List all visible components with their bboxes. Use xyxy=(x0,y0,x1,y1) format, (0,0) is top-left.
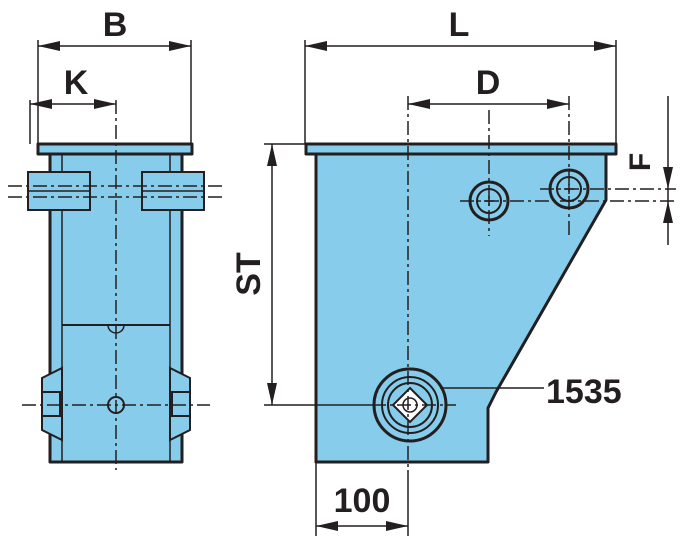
label-b: B xyxy=(103,6,128,44)
front-view xyxy=(304,96,676,470)
dimension-f: F xyxy=(624,96,673,245)
label-l: L xyxy=(449,6,470,44)
part-number-leader: 1535 xyxy=(440,373,622,411)
label-part-number: 1535 xyxy=(546,373,622,411)
dimension-d: D xyxy=(408,64,569,109)
dimension-l: L xyxy=(304,6,617,144)
side-view xyxy=(8,100,222,470)
dimension-k: K xyxy=(29,64,116,144)
side-bushing-left-nut xyxy=(41,391,61,417)
label-st: ST xyxy=(230,252,268,296)
dimension-100: 100 xyxy=(315,462,409,536)
label-bottom-dim: 100 xyxy=(334,482,391,520)
label-k: K xyxy=(64,64,89,102)
label-f: F xyxy=(624,153,657,171)
label-d: D xyxy=(476,64,501,102)
dimension-b: B xyxy=(37,6,192,144)
side-bushing-right-nut xyxy=(171,391,191,417)
dimension-st: ST xyxy=(230,143,372,406)
